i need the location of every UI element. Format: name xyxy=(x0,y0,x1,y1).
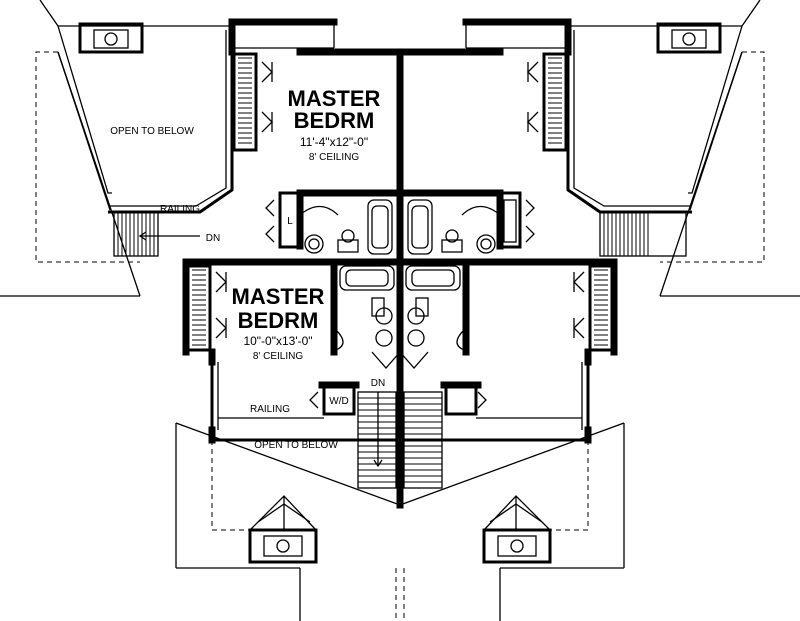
fireplace-icon xyxy=(78,22,144,54)
open-to-below-upper: OPEN TO BELOW xyxy=(110,126,194,137)
utility-closet-right xyxy=(444,384,487,416)
upper-master-title-2: BEDRM xyxy=(294,108,375,133)
closet-lower-left xyxy=(186,264,227,352)
dn-label-center: DN xyxy=(371,378,385,389)
linen-label: L xyxy=(287,216,293,227)
washer-dryer xyxy=(309,384,356,416)
lower-floor-outline xyxy=(35,51,765,531)
lower-bath-right xyxy=(399,265,465,369)
upper-master-ceiling: 8' CEILING xyxy=(309,152,359,163)
center-stairs xyxy=(357,391,443,489)
fireplace-icon xyxy=(482,495,552,564)
closet-upper-left xyxy=(232,52,273,152)
structural-walls xyxy=(182,18,618,509)
lower-master-size: 10"-0"x13'-0" xyxy=(243,334,312,348)
wd-label: W/D xyxy=(329,396,348,407)
railing-upper-label: RAILING xyxy=(160,204,200,215)
closet-upper-right xyxy=(527,52,568,152)
fireplace-icon xyxy=(248,495,318,564)
closet-lower-right xyxy=(573,264,614,352)
upper-left-unit xyxy=(57,18,338,257)
linen-closet-right xyxy=(498,191,535,249)
open-to-below-lower: OPEN TO BELOW xyxy=(254,440,338,451)
lower-bath-left xyxy=(335,265,401,369)
upper-right-stairs xyxy=(599,211,687,257)
upper-master-title-1: MASTER xyxy=(288,86,381,111)
dn-label-upper: DN xyxy=(206,233,220,244)
upper-bath-left xyxy=(299,199,393,255)
upper-right-unit xyxy=(462,18,743,257)
fireplace-icon xyxy=(656,22,722,54)
linen-closet-left xyxy=(265,191,302,249)
upper-bath-right xyxy=(407,199,501,255)
lower-master-ceiling: 8' CEILING xyxy=(253,351,303,362)
lower-master-title-2: BEDRM xyxy=(238,308,319,333)
railing-lower-label: RAILING xyxy=(250,404,290,415)
upper-master-size: 11'-4"x12"-0" xyxy=(300,135,368,149)
upper-left-stairs xyxy=(113,211,200,257)
lower-master-title-1: MASTER xyxy=(232,284,325,309)
